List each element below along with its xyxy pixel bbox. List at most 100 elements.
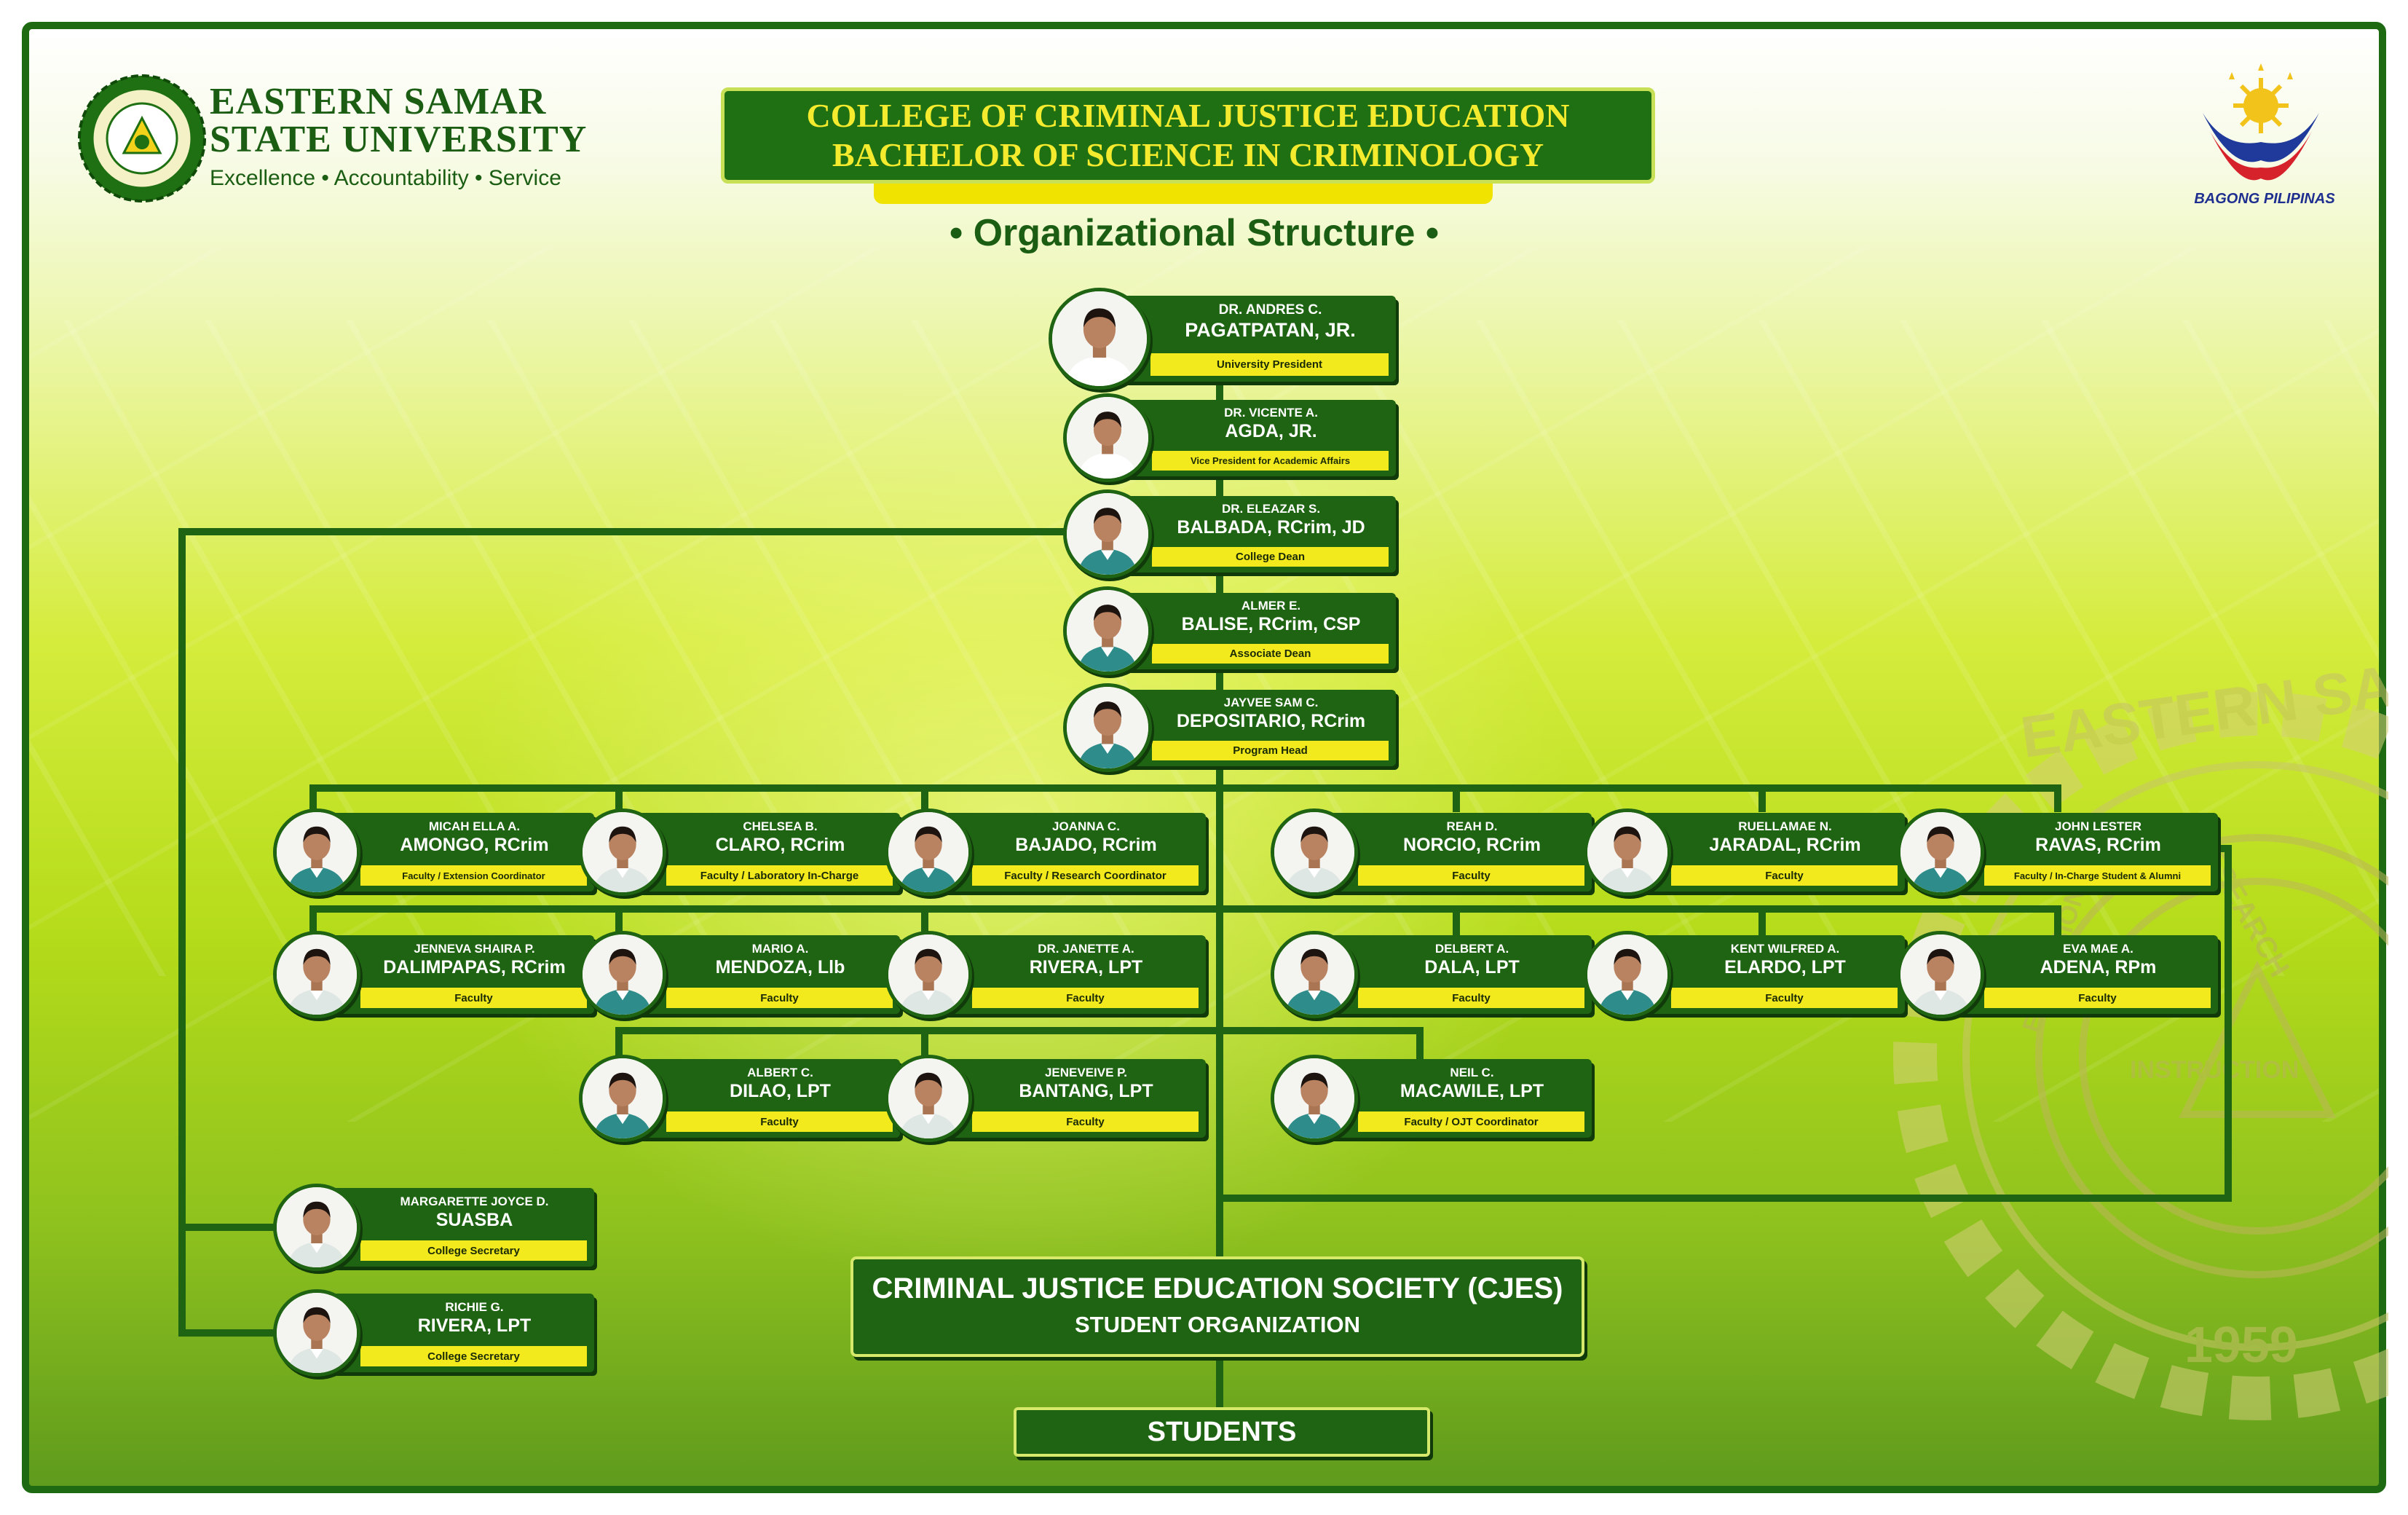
person-role: Faculty / Extension Coordinator xyxy=(360,865,587,886)
person-role: Faculty xyxy=(972,988,1199,1008)
person-last-name: DILAO, LPT xyxy=(666,1081,894,1102)
person-last-name: ADENA, RPm xyxy=(1984,957,2212,978)
person-photo xyxy=(885,808,972,896)
student-affairs-line xyxy=(1220,849,2228,1198)
person-last-name: AMONGO, RCrim xyxy=(360,835,588,856)
person-last-name: RIVERA, LPT xyxy=(972,957,1200,978)
person-last-name: RAVAS, RCrim xyxy=(1984,835,2212,856)
person-first-name: RUELLAMAE N. xyxy=(1671,819,1899,834)
person-card-box: MARIO A.MENDOZA, LlbFaculty xyxy=(627,935,900,1014)
person-last-name: AGDA, JR. xyxy=(1152,421,1390,442)
person-last-name: BALISE, RCrim, CSP xyxy=(1152,614,1390,635)
person-last-name: MACAWILE, LPT xyxy=(1358,1081,1586,1102)
person-last-name: CLARO, RCrim xyxy=(666,835,894,856)
person-first-name: REAH D. xyxy=(1358,819,1586,834)
person-card-box: JENEVEIVE P.BANTANG, LPT Faculty xyxy=(933,1059,1206,1138)
person-photo xyxy=(1049,288,1150,390)
person-photo xyxy=(579,808,666,896)
person-photo xyxy=(885,931,972,1018)
person-role: Faculty xyxy=(360,988,587,1008)
person-role: Associate Dean xyxy=(1152,644,1389,664)
person-first-name: RICHIE G. xyxy=(360,1300,588,1315)
person-role: Faculty xyxy=(1671,988,1898,1008)
person-card-box: CHELSEA B.CLARO, RCrimFaculty / Laborato… xyxy=(627,813,900,892)
person-card-norcio: REAH D.NORCIO, RCrimFaculty xyxy=(1271,808,1592,896)
person-photo xyxy=(1584,808,1671,896)
person-last-name: ELARDO, LPT xyxy=(1671,957,1899,978)
person-card-macawile: NEIL C.MACAWILE, LPT Faculty / OJT Coordi… xyxy=(1271,1055,1592,1142)
person-last-name: DALA, LPT xyxy=(1358,957,1586,978)
person-first-name: NEIL C. xyxy=(1358,1066,1586,1080)
person-role: Vice President for Academic Affairs xyxy=(1152,451,1389,471)
person-photo xyxy=(885,1055,972,1142)
person-photo xyxy=(273,1289,360,1377)
person-photo xyxy=(1271,808,1358,896)
cjes-subtitle: STUDENT ORGANIZATION xyxy=(853,1312,1582,1338)
person-photo xyxy=(1271,1055,1358,1142)
person-first-name: CHELSEA B. xyxy=(666,819,894,834)
person-first-name: JENEVEIVE P. xyxy=(972,1066,1200,1080)
person-role: Faculty xyxy=(1984,988,2211,1008)
person-last-name: MENDOZA, Llb xyxy=(666,957,894,978)
person-last-name: BALBADA, RCrim, JD xyxy=(1152,517,1390,538)
person-card-dala: DELBERT A.DALA, LPTFaculty xyxy=(1271,931,1592,1018)
person-photo xyxy=(273,1184,360,1271)
person-role: Faculty / OJT Coordinator xyxy=(1358,1111,1584,1132)
person-role: Faculty / Research Coordinator xyxy=(972,865,1199,886)
person-card-dilao: ALBERT C.DILAO, LPTFaculty xyxy=(579,1055,900,1142)
person-last-name: PAGATPATAN, JR. xyxy=(1150,319,1390,342)
person-card-vp-academic: DR. VICENTE A.AGDA, JR.Vice President fo… xyxy=(1063,393,1396,482)
cjes-title: CRIMINAL JUSTICE EDUCATION SOCIETY (CJES… xyxy=(853,1272,1582,1305)
person-photo xyxy=(1897,931,1984,1018)
students-label: STUDENTS xyxy=(1148,1417,1297,1448)
person-card-rivera-r: RICHIE G.RIVERA, LPTCollege Secretary xyxy=(273,1289,594,1377)
person-card-president: DR. ANDRES C.PAGATPATAN, JR. University P… xyxy=(1049,288,1396,390)
person-photo xyxy=(1063,489,1152,578)
person-first-name: DR. ELEAZAR S. xyxy=(1152,502,1390,516)
person-card-box: RICHIE G.RIVERA, LPTCollege Secretary xyxy=(321,1294,594,1372)
person-first-name: MARGARETTE JOYCE D. xyxy=(360,1195,588,1209)
person-last-name: DALIMPAPAS, RCrim xyxy=(360,957,588,978)
person-photo xyxy=(579,1055,666,1142)
person-role: Faculty xyxy=(1358,865,1584,886)
person-card-bantang: JENEVEIVE P.BANTANG, LPT Faculty xyxy=(885,1055,1206,1142)
person-first-name: MARIO A. xyxy=(666,942,894,956)
person-role: Faculty xyxy=(666,1111,893,1132)
person-role: University President xyxy=(1150,353,1389,376)
person-last-name: SUASBA xyxy=(360,1210,588,1231)
person-last-name: NORCIO, RCrim xyxy=(1358,835,1586,856)
person-photo xyxy=(1063,683,1152,772)
person-last-name: BANTANG, LPT xyxy=(972,1081,1200,1102)
person-role: Faculty xyxy=(972,1111,1199,1132)
person-photo xyxy=(1584,931,1671,1018)
person-photo xyxy=(273,931,360,1018)
person-first-name: KENT WILFRED A. xyxy=(1671,942,1899,956)
person-card-dean: DR. ELEAZAR S.BALBADA, RCrim, JD College … xyxy=(1063,489,1396,578)
person-role: Faculty / In-Charge Student & Alumni xyxy=(1984,865,2211,886)
person-photo xyxy=(1897,808,1984,896)
person-last-name: DEPOSITARIO, RCrim xyxy=(1152,711,1390,732)
person-first-name: DELBERT A. xyxy=(1358,942,1586,956)
person-role: College Dean xyxy=(1152,547,1389,567)
person-role: Faculty xyxy=(1671,865,1898,886)
person-first-name: JAYVEE SAM C. xyxy=(1152,696,1390,710)
person-last-name: JARADAL, RCrim xyxy=(1671,835,1899,856)
person-first-name: DR. ANDRES C. xyxy=(1150,302,1390,318)
person-photo xyxy=(1063,393,1152,482)
